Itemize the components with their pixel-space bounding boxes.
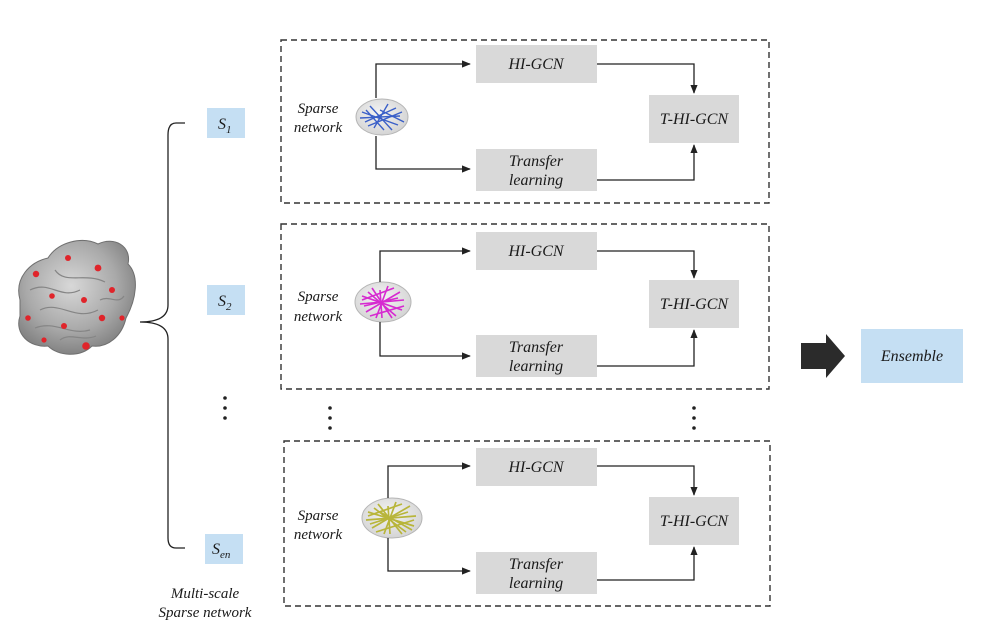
sparse-network-brain-3: [361, 497, 423, 539]
ensemble-arrow: [801, 334, 845, 378]
t-hi-gcn-box: [649, 497, 739, 545]
hi-gcn-label: HI-GCN: [507, 56, 564, 73]
module-ellipsis-right: [692, 406, 696, 430]
svg-text:S1: S1: [218, 116, 232, 136]
transfer-label-line1: Transfer: [509, 556, 564, 573]
transfer-label-line2: learning: [509, 358, 563, 375]
t-hi-gcn-box: [649, 95, 739, 143]
module-1: Sparse network HI-GCN Transfer learning …: [280, 39, 770, 204]
svg-text:S2: S2: [218, 293, 232, 313]
module-ellipsis-left: [328, 406, 332, 430]
t-hi-gcn-label: T-HI-GCN: [660, 111, 729, 128]
transfer-learning-box: [476, 335, 597, 377]
transfer-label-line2: learning: [509, 575, 563, 592]
t-hi-gcn-label: T-HI-GCN: [660, 296, 729, 313]
ensemble-label: Ensemble: [880, 348, 943, 365]
scale-s2: S2: [207, 285, 245, 315]
transfer-label-line1: Transfer: [509, 153, 564, 170]
hi-gcn-label: HI-GCN: [507, 459, 564, 476]
multi-scale-caption-line2: Sparse network: [159, 605, 252, 621]
scale-s1: S1: [207, 108, 245, 138]
t-hi-gcn-label: T-HI-GCN: [660, 513, 729, 530]
sparse-label-line1: Sparse: [298, 289, 339, 305]
sparse-network-brain-1: [355, 98, 409, 136]
ensemble-box: [861, 329, 963, 383]
t-hi-gcn-box: [649, 280, 739, 328]
sparse-label-line1: Sparse: [298, 101, 339, 117]
sparse-label-line2: network: [294, 527, 343, 543]
hi-gcn-box: [476, 448, 597, 486]
scale-sen: Sen: [205, 534, 243, 564]
transfer-label-line1: Transfer: [509, 339, 564, 356]
sparse-label-line2: network: [294, 120, 343, 136]
module-2: Sparse network HI-GCN Transfer learning …: [280, 223, 770, 390]
brain-roi-nodes: [25, 255, 125, 350]
scale-vertical-ellipsis: [223, 396, 227, 420]
hi-gcn-box: [476, 45, 597, 83]
sparse-label-line2: network: [294, 309, 343, 325]
module-3: Sparse network HI-GCN Transfer learning …: [283, 440, 771, 607]
svg-text:Sen: Sen: [212, 541, 231, 561]
transfer-learning-box: [476, 149, 597, 191]
hi-gcn-box: [476, 232, 597, 270]
sparse-network-brain-2: [354, 281, 412, 323]
hi-gcn-label: HI-GCN: [507, 243, 564, 260]
source-brain: [18, 240, 136, 355]
scale-brace: [139, 122, 185, 549]
multi-scale-caption-line1: Multi-scale: [170, 586, 240, 602]
transfer-label-line2: learning: [509, 172, 563, 189]
sparse-label-line1: Sparse: [298, 508, 339, 524]
transfer-learning-box: [476, 552, 597, 594]
